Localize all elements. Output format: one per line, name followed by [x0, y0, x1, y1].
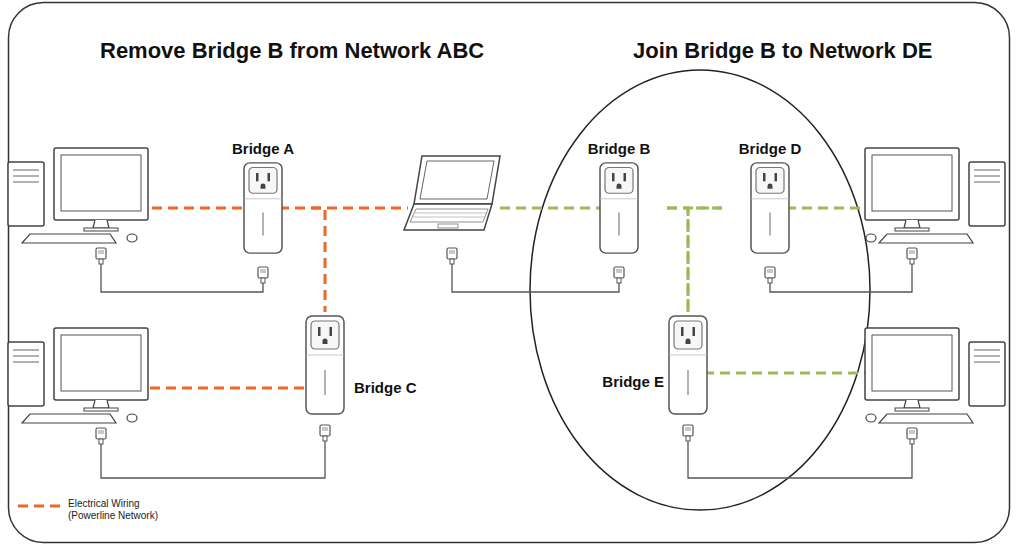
- bridge-node: Bridge A: [215, 140, 311, 264]
- ethernet-plug: [258, 267, 268, 283]
- powerline-adapter: [599, 162, 639, 254]
- ethernet-cables: [101, 264, 912, 478]
- ethernet-plug: [96, 248, 106, 264]
- legend-sample-line: [18, 505, 62, 508]
- ethernet-plug: [683, 425, 693, 441]
- powerline-connector: [667, 208, 688, 312]
- bridge-node: Bridge C: [300, 312, 440, 424]
- adapter-body: [669, 316, 707, 414]
- outer-frame: [9, 3, 1010, 543]
- powerline-adapter: [668, 315, 708, 415]
- adapter-body: [244, 163, 282, 253]
- bridge-node: Bridge E: [580, 312, 712, 424]
- bridge-label: Bridge B: [571, 140, 667, 158]
- powerline-adapter: [305, 315, 345, 415]
- powerline-connector: [311, 208, 325, 312]
- adapter-body: [306, 316, 344, 414]
- desktop-computer: [8, 328, 148, 423]
- bridge-node: Bridge D: [722, 140, 818, 264]
- ethernet-plug: [765, 267, 775, 283]
- powerline-connector: [688, 208, 722, 312]
- ethernet-plug: [447, 248, 457, 264]
- ethernet-plug: [907, 248, 917, 264]
- bridge-label: Bridge E: [580, 373, 664, 391]
- bridge-label: Bridge D: [722, 140, 818, 158]
- powerline-adapter: [243, 162, 283, 254]
- section-heading: Join Bridge B to Network DE: [633, 38, 932, 64]
- section-heading: Remove Bridge B from Network ABC: [100, 38, 484, 64]
- ethernet-plug: [907, 428, 917, 444]
- bridge-node: Bridge B: [571, 140, 667, 264]
- bridge-label: Bridge C: [354, 379, 438, 397]
- ethernet-plug: [96, 428, 106, 444]
- laptop-computer: [404, 156, 500, 230]
- powerline-adapter: [750, 162, 790, 254]
- network-de-boundary: [530, 70, 870, 510]
- desktop-computer: [865, 148, 1005, 243]
- desktop-computer: [865, 328, 1005, 423]
- ethernet-plug: [320, 425, 330, 441]
- adapter-body: [751, 163, 789, 253]
- ethernet-plug: [614, 267, 624, 283]
- adapter-body: [600, 163, 638, 253]
- legend-text: Electrical Wiring (Powerline Network): [68, 498, 168, 522]
- desktop-computer: [8, 148, 148, 243]
- bridge-label: Bridge A: [215, 140, 311, 158]
